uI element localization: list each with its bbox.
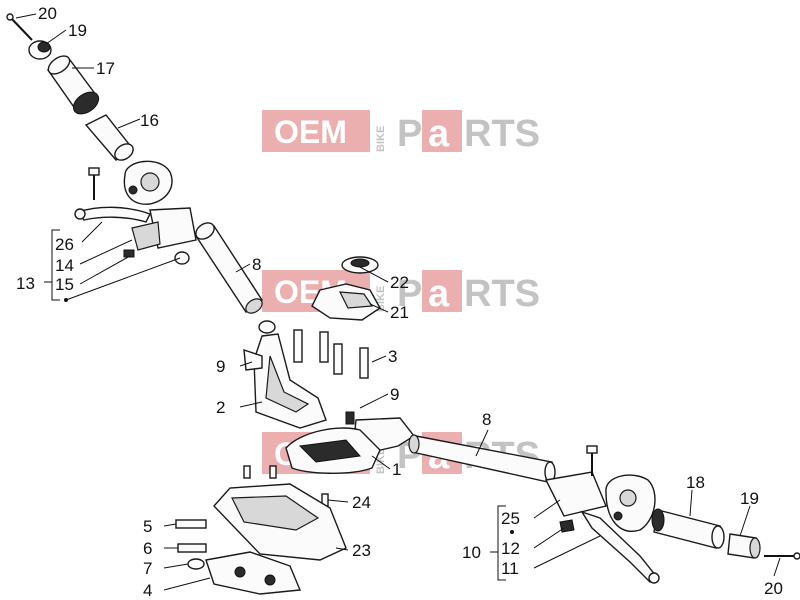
callout-9-top: 9 (216, 357, 225, 376)
callout-10: 10 (462, 543, 481, 562)
callout-11: 11 (501, 559, 519, 578)
callout-12: 12 (501, 539, 520, 558)
callout-9-mid: 9 (390, 385, 399, 404)
mount-screw-5 (175, 519, 207, 529)
callout-7: 7 (143, 559, 152, 578)
callout-26: 26 (55, 235, 74, 254)
callout-25: 25 (501, 509, 520, 528)
watermark-bike: BIKE (375, 126, 387, 152)
callout-19-right: 19 (740, 489, 759, 508)
left-grip (46, 55, 100, 115)
callout-18: 18 (686, 473, 705, 492)
tube-end-insert (258, 320, 276, 334)
washer-7 (187, 558, 205, 570)
steering-cap (341, 256, 379, 274)
right-brake-lever (580, 510, 660, 584)
long-screw-group (293, 329, 369, 379)
left-bar-end-weight (28, 40, 52, 60)
callout-1: 1 (392, 460, 401, 479)
callout-2: 2 (216, 398, 225, 417)
callout-16: 16 (140, 111, 159, 130)
callout-8-top: 8 (252, 255, 261, 274)
left-brake-lever (74, 206, 151, 223)
left-bar-end-screw (6, 13, 33, 41)
right-master-cylinder (544, 445, 607, 533)
watermark-p: P (397, 273, 422, 315)
callout-20-right: 20 (764, 579, 783, 598)
callout-8-right: 8 (482, 410, 491, 429)
grip-sleeve-left (84, 114, 134, 161)
right-switch-housing (605, 474, 656, 532)
callout-22: 22 (390, 273, 409, 292)
upper-cover (311, 283, 381, 321)
callout-20-top: 20 (38, 4, 57, 23)
watermark-p: P (397, 113, 422, 155)
clamp-bracket-left (243, 348, 263, 371)
watermark-rts: RTS (464, 113, 540, 155)
watermark-oem: OEM (274, 114, 347, 150)
watermark-a: a (428, 113, 450, 155)
callout-23: 23 (352, 541, 371, 560)
callout-3: 3 (388, 347, 397, 366)
callout-15: 15 (55, 275, 74, 294)
callout-labels: 20 19 17 16 26 14 13 15 8 22 21 9 3 2 9 … (16, 4, 783, 600)
callout-14: 14 (55, 256, 74, 275)
callout-5: 5 (143, 517, 152, 536)
callout-19-top: 19 (68, 21, 87, 40)
handlebar-upright (253, 333, 327, 429)
right-bar-end-weight (727, 533, 761, 559)
clamp-screw-left (88, 167, 100, 200)
watermark-rts: RTS (464, 273, 540, 315)
lower-bracket-4 (205, 551, 302, 595)
watermark-top: OEM BIKE P a RTS (262, 110, 540, 155)
callout-24: 24 (352, 493, 371, 512)
callout-6: 6 (143, 539, 152, 558)
callout-21: 21 (390, 303, 409, 322)
right-grip (651, 508, 725, 549)
callout-4: 4 (143, 581, 152, 600)
mount-screw-6 (177, 543, 207, 553)
front-cover (285, 427, 381, 474)
callout-13: 13 (16, 274, 35, 293)
callout-17: 17 (96, 59, 115, 78)
leader-lines (15, 13, 781, 591)
watermark-a: a (428, 273, 450, 315)
left-master-cylinder (123, 207, 197, 265)
handlebar-tube-left (195, 222, 263, 314)
right-bar-end-screw (764, 552, 800, 560)
left-switch-housing (123, 160, 173, 205)
lower-cover (213, 483, 347, 561)
watermark-middle: OEM BIKE P a RTS (262, 270, 540, 315)
